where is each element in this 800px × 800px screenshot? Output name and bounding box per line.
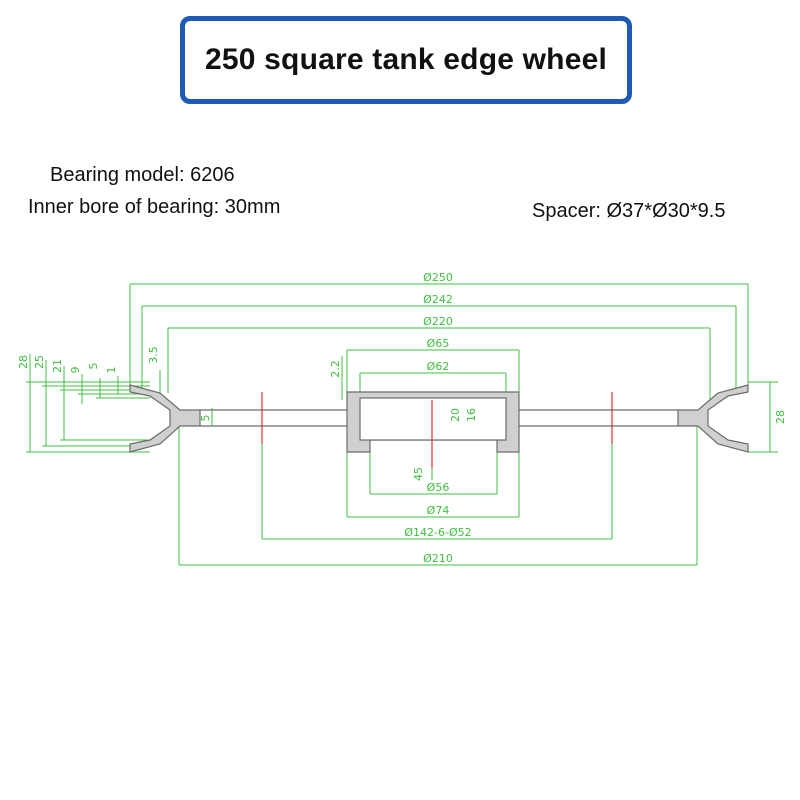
page-title: 250 square tank edge wheel	[204, 43, 608, 76]
dim-left-9: 9	[69, 367, 82, 374]
dim-left-1: 1	[105, 367, 118, 374]
centerlines	[261, 392, 613, 468]
dim-left-5: 5	[87, 363, 100, 370]
dim-d62: Ø62	[427, 360, 450, 373]
dim-left-3-5: 3.5	[147, 346, 160, 364]
dim-left-28: 28	[17, 355, 30, 369]
dim-2-2: 2.2	[329, 360, 342, 378]
dim-d250: Ø250	[423, 271, 453, 284]
dim-right-28: 28	[774, 410, 787, 424]
dimension-lines	[26, 283, 778, 566]
dim-left-21: 21	[51, 359, 64, 373]
spacer-text: Spacer: Ø37*Ø30*9.5	[532, 200, 726, 222]
dim-d142: Ø142-6-Ø52	[404, 526, 471, 539]
dim-d56: Ø56	[427, 481, 450, 494]
dim-16: 16	[465, 408, 478, 422]
dim-45: 45	[412, 467, 425, 481]
dim-d220: Ø220	[423, 315, 453, 328]
dim-left-25: 25	[33, 355, 46, 369]
dim-d242: Ø242	[423, 293, 453, 306]
title-box: 250 square tank edge wheel	[180, 16, 632, 104]
inner-bore-text: Inner bore of bearing: 30mm	[28, 196, 281, 218]
dimension-labels: Ø250 Ø242 Ø220 Ø65 Ø62 Ø56 Ø74 Ø142-6-Ø5…	[17, 271, 787, 565]
dim-5: 5	[199, 415, 212, 422]
bearing-model-text: Bearing model: 6206	[50, 164, 235, 186]
dim-d210: Ø210	[423, 552, 453, 565]
wheel-outline	[129, 384, 749, 453]
dim-d65: Ø65	[427, 337, 450, 350]
web-lines	[200, 409, 678, 427]
dim-d74: Ø74	[427, 504, 450, 517]
dim-20: 20	[449, 408, 462, 422]
